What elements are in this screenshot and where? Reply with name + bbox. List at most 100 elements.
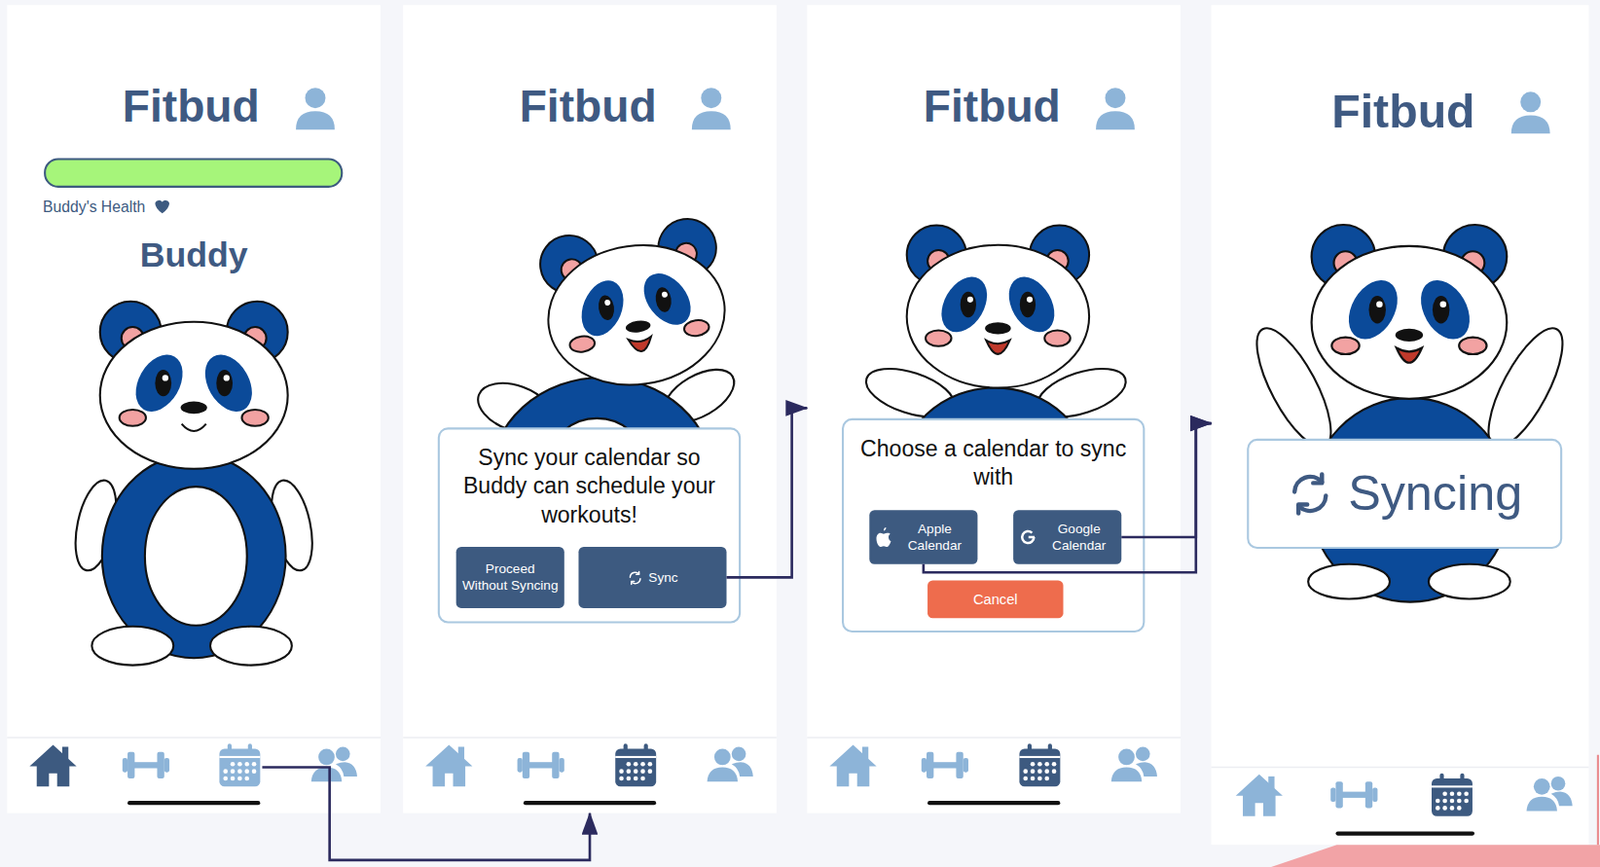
nav-icons — [425, 744, 473, 787]
home-indicators — [927, 800, 1060, 805]
button-icon — [1312, 473, 1322, 483]
nav-icons — [122, 752, 170, 779]
home-indicators — [127, 800, 260, 805]
app-title: Fitbud — [923, 80, 1061, 131]
panda-buddy — [100, 301, 289, 470]
nav-icons — [218, 743, 260, 787]
home-indicators — [1335, 832, 1475, 837]
nav-icons — [311, 746, 358, 782]
panda-buddy — [210, 626, 292, 666]
button-icon — [1298, 505, 1308, 514]
text-holder: Buddy — [6, 235, 381, 274]
app-title: Fitbud — [519, 80, 657, 131]
profile-icons — [691, 87, 731, 130]
button-icon — [1286, 470, 1334, 517]
nav-icons — [1236, 774, 1283, 817]
nav-icons — [1111, 746, 1158, 782]
phone-screen: FitbudChoose a calendar to sync withAppl… — [806, 4, 1181, 813]
panda-buddy — [1428, 564, 1511, 600]
button-icon — [630, 581, 634, 584]
phone-screens — [1211, 4, 1590, 845]
dialog-text: Choose a calendar to sync with — [843, 420, 1143, 492]
home-indicators — [523, 800, 656, 805]
panda-buddy — [907, 224, 1090, 388]
text-holder: Buddy's Health — [42, 197, 196, 217]
text-holder: Fitbud — [923, 81, 1097, 132]
corner-decoration — [1270, 755, 1600, 867]
health-bar — [44, 159, 342, 187]
phone-screens — [6, 4, 381, 813]
nav-icons — [1527, 776, 1573, 812]
nav-icons — [29, 743, 1572, 816]
button-icon — [883, 527, 886, 531]
phone-screens — [6, 4, 1589, 845]
app-title: Fitbud — [1331, 84, 1475, 139]
nav-separators — [1211, 766, 1590, 769]
button-label: Sync — [648, 569, 678, 585]
button-icon — [1018, 528, 1037, 546]
button-icon — [875, 527, 893, 547]
profile-icons — [295, 87, 335, 130]
nav-icons — [517, 752, 565, 779]
health-bar — [154, 200, 170, 214]
button-icon — [635, 571, 639, 575]
flow-arrow — [923, 423, 1212, 573]
button-label: Google Calendar — [1043, 521, 1116, 554]
phone-screen: FitbudBuddy's HealthBuddy — [6, 4, 381, 813]
phone-screen: FitbudSyncing — [1211, 4, 1590, 845]
nav-separators — [806, 736, 1181, 739]
panda-buddy — [68, 301, 320, 666]
nav-icons — [1018, 743, 1060, 787]
button-label: Syncing — [1347, 464, 1523, 523]
phone-screen: FitbudSync your calendar so Buddy can sc… — [402, 4, 777, 813]
button: Sync — [578, 546, 727, 609]
button-icon — [630, 578, 640, 583]
button-label: Cancel — [973, 590, 1019, 609]
button-icon — [1021, 531, 1035, 544]
status-box: Syncing — [1246, 438, 1563, 549]
button-label: Apple Calendar — [898, 521, 972, 554]
button: Proceed Without Syncing — [456, 546, 565, 609]
nav-icons — [1330, 781, 1378, 808]
pet-name: Buddy — [140, 234, 249, 274]
button-icon — [876, 533, 892, 547]
panda-buddy — [1311, 224, 1508, 400]
nav-icons — [921, 752, 969, 779]
panda-buddy — [536, 215, 734, 397]
nav-icons — [615, 743, 656, 787]
panda-buddy — [145, 486, 248, 626]
flow-arrow — [727, 407, 808, 578]
button: Apple Calendar — [869, 509, 978, 565]
profile-icons — [1095, 87, 1135, 130]
panda-buddy — [1242, 224, 1577, 603]
nav-icons — [1431, 773, 1473, 817]
nav-separators — [6, 736, 381, 739]
corner-decoration — [1597, 755, 1600, 845]
flow-arrow — [1121, 423, 1211, 538]
nav-separators — [402, 736, 777, 739]
dialog-text: Sync your calendar so Buddy can schedule… — [439, 429, 739, 530]
flow-arrow — [261, 766, 590, 860]
profile-icons — [1511, 91, 1551, 134]
button-icon — [1286, 470, 1334, 517]
button-label: Proceed Without Syncing — [462, 561, 559, 594]
nav-icons — [29, 744, 76, 787]
text-holder: Fitbud — [122, 81, 296, 132]
app-title: Fitbud — [122, 80, 260, 131]
corner-decoration — [1270, 844, 1600, 867]
text-holder: Fitbud — [1331, 85, 1505, 138]
home-indicators — [127, 800, 1475, 837]
dialog-box: Sync your calendar so Buddy can schedule… — [437, 427, 741, 623]
button-icon — [626, 570, 643, 586]
panda-buddy — [1308, 564, 1390, 600]
nav-icons — [707, 746, 754, 782]
phone-screens — [806, 4, 1181, 813]
button-icon — [875, 527, 893, 547]
button: Google Calendar — [1013, 509, 1122, 565]
text-holder: Fitbud — [519, 81, 693, 132]
health-label: Buddy's Health — [42, 197, 146, 216]
phone-screens — [402, 4, 777, 813]
button: Cancel — [927, 581, 1063, 619]
nav-icons — [829, 744, 876, 787]
